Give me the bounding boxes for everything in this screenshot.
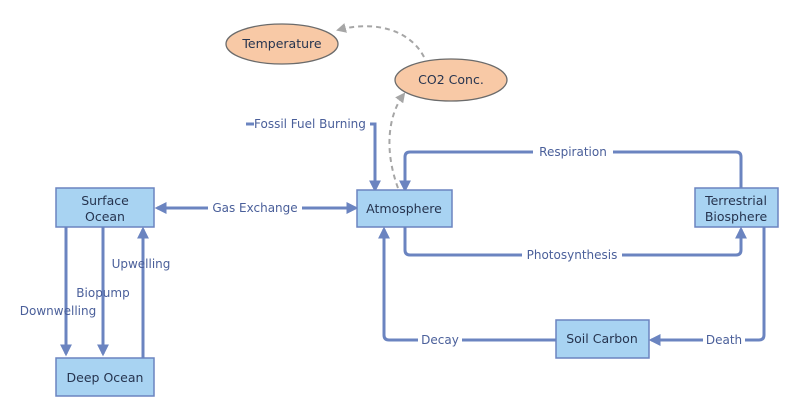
photosynthesis-label: Photosynthesis [527,248,618,262]
atmosphere-node[interactable]: Atmosphere [356,189,453,228]
upwelling-label: Upwelling [112,257,171,271]
gas-exchange-label: Gas Exchange [212,201,297,215]
surface-ocean-label-line1: Surface [81,193,129,208]
co2-conc-label: CO2 Conc. [418,72,484,87]
respiration-label: Respiration [539,145,607,159]
terrestrial-biosphere-label-line2: Biosphere [705,209,768,224]
temperature-node[interactable]: Temperature [225,23,339,65]
co2-conc-node[interactable]: CO2 Conc. [394,58,508,102]
soil-carbon-node[interactable]: Soil Carbon [555,319,650,359]
atmosphere-to-co2-dashed-arrow [388,92,406,189]
death-label: Death [706,333,742,347]
deep-ocean-label: Deep Ocean [67,370,144,385]
atmosphere-label: Atmosphere [366,201,442,216]
terrestrial-biosphere-label-line1: Terrestrial [704,193,767,208]
co2-to-temperature-dashed-arrow [336,23,425,58]
terrestrial-biosphere-node[interactable]: Terrestrial Biosphere [694,187,779,228]
surface-ocean-label-line2: Ocean [85,209,125,224]
downwelling-label: Downwelling [20,304,96,318]
deep-ocean-node[interactable]: Deep Ocean [55,357,155,397]
decay-label: Decay [421,333,459,347]
surface-ocean-node[interactable]: Surface Ocean [55,187,155,228]
biopump-label: Biopump [76,286,129,300]
temperature-label: Temperature [241,36,321,51]
soil-carbon-label: Soil Carbon [566,331,638,346]
fossil-fuel-burning-label: Fossil Fuel Burning [254,117,366,131]
death-arrow [648,227,766,346]
fossil-fuel-arrow [246,122,381,193]
decay-arrow [378,226,556,342]
